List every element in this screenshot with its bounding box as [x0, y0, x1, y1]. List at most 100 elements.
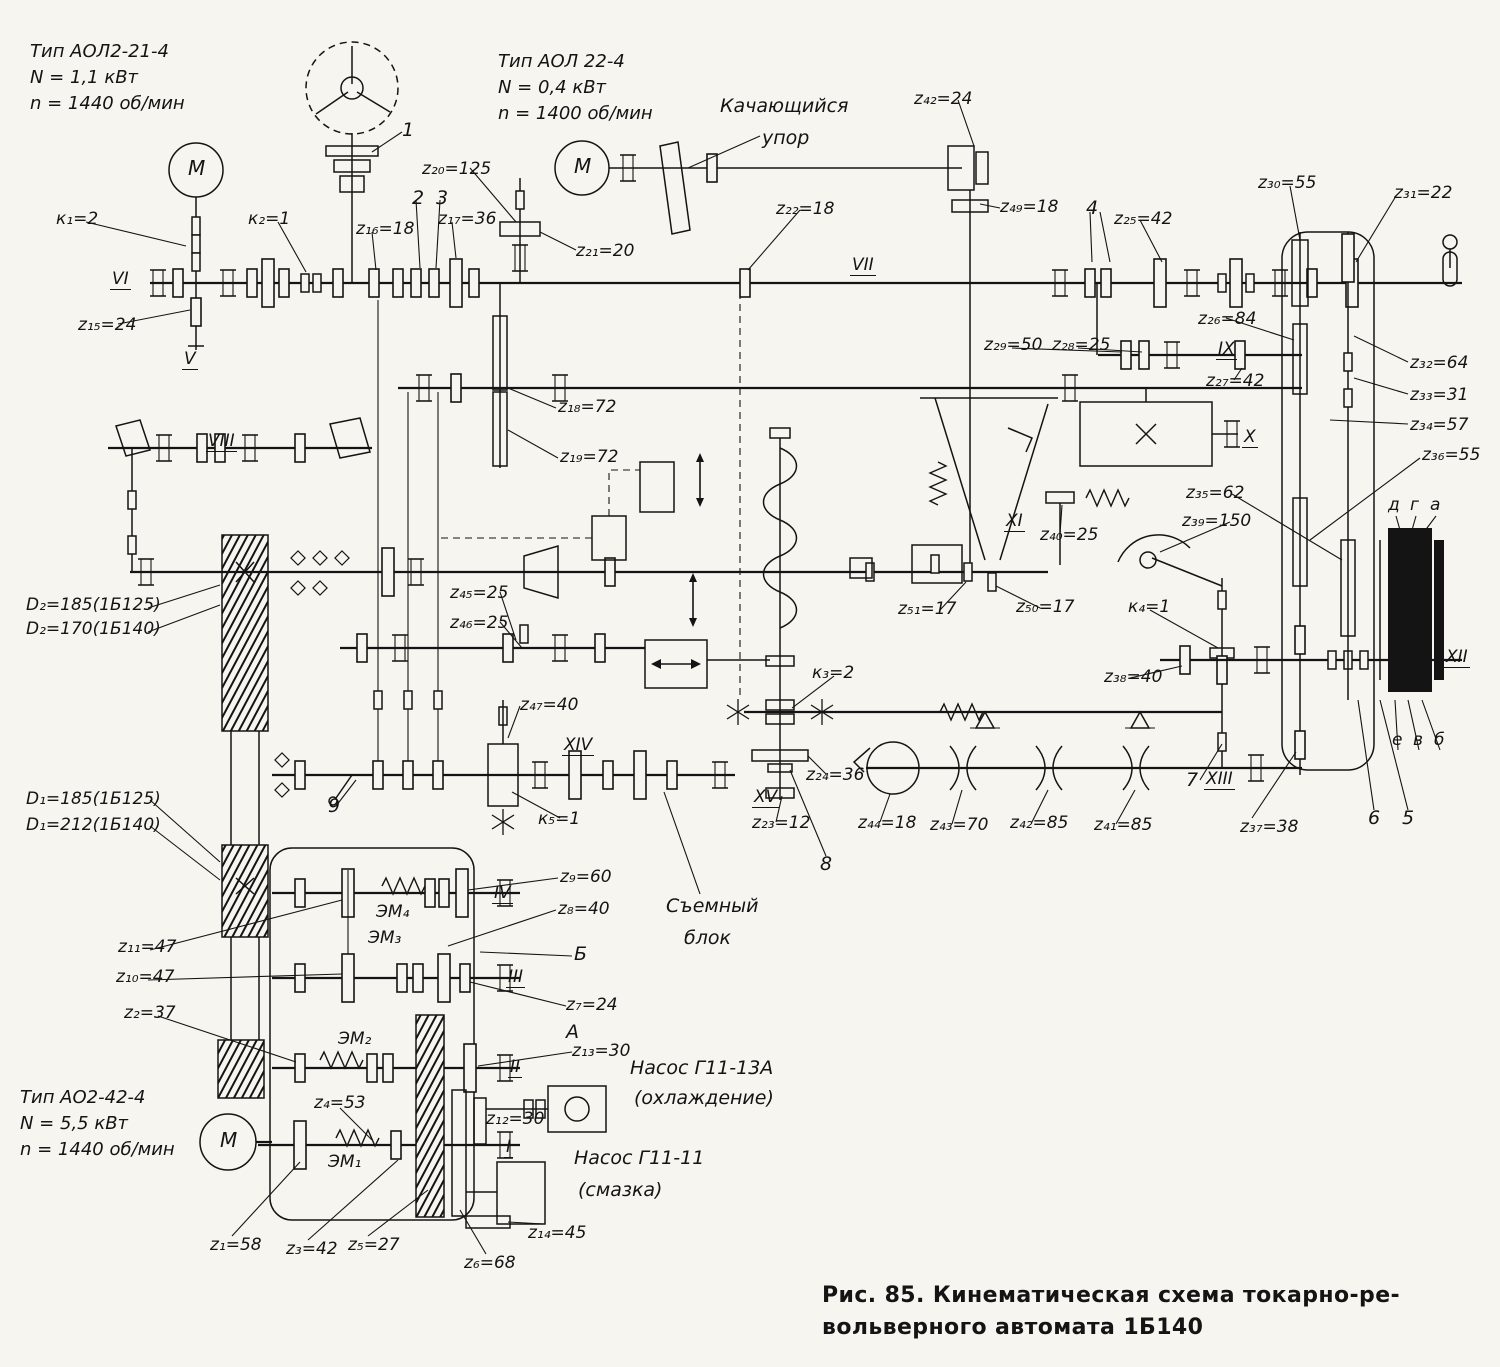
gear-z30: z₃₀=55 [1258, 173, 1317, 193]
gear-z29: z₂₉=50 [984, 335, 1043, 355]
callout-4: 4 [1086, 197, 1099, 219]
gear-z32: z₃₂=64 [1410, 353, 1469, 373]
gear-z18: z₁₈=72 [558, 397, 617, 417]
callout-8: 8 [820, 853, 833, 875]
pulley-d2-140: D₂=170(1Б140) [26, 619, 161, 639]
gear-z23: z₂₃=12 [752, 813, 811, 833]
callout-g: г [1410, 495, 1419, 515]
gear-z27: z₂₇=42 [1206, 371, 1265, 391]
pump-lube-name: Насос Г11-11 [574, 1147, 705, 1169]
removable-block-line2: блок [684, 927, 731, 949]
gear-z33: z₃₃=31 [1410, 385, 1469, 405]
gear-z13: z₁₃=30 [572, 1041, 631, 1061]
pulley-d1-140: D₁=212(1Б140) [26, 815, 161, 835]
gear-z34: z₃₄=57 [1410, 415, 1469, 435]
gear-z46: z₄₆=25 [450, 613, 509, 633]
gear-z28: z₂₈=25 [1052, 335, 1111, 355]
callout-2: 2 [412, 187, 425, 209]
gear-z6: z₆=68 [464, 1253, 516, 1273]
callout-1: 1 [402, 119, 415, 141]
shaft-xi: XI [1004, 511, 1025, 533]
clutch-k1: к₁=2 [56, 209, 99, 229]
motor1-type: Тип АОЛ2-21-4 [30, 41, 169, 62]
gear-z42: z₄₂=85 [1010, 813, 1069, 833]
em3-label: ЭМ₃ [368, 928, 402, 948]
removable-block-line1: Съемный [666, 895, 759, 917]
pump-cooling-name: Насос Г11-13А [630, 1057, 774, 1079]
gear-z7: z₇=24 [566, 995, 618, 1015]
gear-z42-top: z₄₂=24 [914, 89, 973, 109]
shaft-xiv: XIV [562, 735, 595, 757]
pump-cooling-note: (охлаждение) [634, 1087, 774, 1109]
gear-z4: z₄=53 [314, 1093, 366, 1113]
gear-z50: z₅₀=17 [1016, 597, 1075, 617]
gear-z39: z₃₉=150 [1182, 511, 1252, 531]
motor2-symbol: М [574, 154, 592, 178]
gear-z41: z₄₁=85 [1094, 815, 1153, 835]
callout-v: в [1413, 730, 1424, 750]
gear-z12: z₁₂=30 [486, 1109, 545, 1129]
gear-z35: z₃₅=62 [1186, 483, 1245, 503]
em2-label: ЭМ₂ [338, 1029, 372, 1049]
callout-d: д [1388, 495, 1400, 515]
motor3-symbol: М [220, 1128, 238, 1152]
figure-caption-line1: Рис. 85. Кинематическая схема токарно-ре… [822, 1283, 1401, 1308]
clutch-k5: к₅=1 [538, 809, 581, 829]
rocking-stop-line1: Качающийся [720, 95, 849, 117]
gear-z3: z₃=42 [286, 1239, 338, 1259]
callout-o: а [1430, 495, 1441, 515]
pump-lube-note: (смазка) [578, 1179, 663, 1201]
shaft-vi: VI [110, 269, 131, 291]
shaft-iv: IV [492, 883, 513, 905]
gear-z36: z₃₆=55 [1422, 445, 1481, 465]
gear-z37: z₃₇=38 [1240, 817, 1299, 837]
gear-z26: z₂₆=84 [1198, 309, 1257, 329]
em1-label: ЭМ₁ [328, 1152, 362, 1172]
gear-z24: z₂₄=36 [806, 765, 865, 785]
shaft-v: V [182, 349, 198, 371]
gear-z16: z₁₆=18 [356, 219, 415, 239]
shaft-vii: VII [850, 255, 876, 277]
gear-z2: z₂=37 [124, 1003, 176, 1023]
gear-z31: z₃₁=22 [1394, 183, 1453, 203]
shaft-x: X [1242, 427, 1258, 449]
gear-z19: z₁₉=72 [560, 447, 619, 467]
gear-z15: z₁₅=24 [78, 315, 137, 335]
clutch-k2: к₂=1 [248, 209, 291, 229]
gear-z11: z₁₁=47 [118, 937, 177, 957]
motor2-power: N = 0,4 кВт [498, 77, 607, 98]
clutch-k4: к₄=1 [1128, 597, 1171, 617]
motor1-power: N = 1,1 кВт [30, 67, 139, 88]
pulley-d2-125: D₂=185(1Б125) [26, 595, 161, 615]
gear-z20: z₂₀=125 [422, 159, 492, 179]
rocking-stop-line2: упор [762, 127, 810, 149]
callout-6: 6 [1368, 807, 1381, 829]
motor1-speed: n = 1440 об/мин [30, 93, 185, 114]
motor2-speed: n = 1400 об/мин [498, 103, 653, 124]
gear-z17: z₁₇=36 [438, 209, 497, 229]
gear-z9: z₉=60 [560, 867, 612, 887]
gear-z5: z₅=27 [348, 1235, 400, 1255]
figure-caption-line2: вольверного автомата 1Б140 [822, 1315, 1204, 1340]
gear-z38: z₃₈=40 [1104, 667, 1163, 687]
motor3-type: Тип АО2-42-4 [20, 1087, 146, 1108]
em4-label: ЭМ₄ [376, 902, 410, 922]
gear-z1: z₁=58 [210, 1235, 262, 1255]
shaft-ix: IX [1216, 339, 1237, 361]
gear-z40: z₄₀=25 [1040, 525, 1099, 545]
callout-9: 9 [328, 795, 341, 817]
shaft-viii: VIII [206, 431, 237, 453]
callout-3: 3 [436, 187, 449, 209]
gear-z44: z₄₄=18 [858, 813, 917, 833]
gear-z8: z₈=40 [558, 899, 610, 919]
callout-5: 5 [1402, 807, 1415, 829]
gear-z45: z₄₅=25 [450, 583, 509, 603]
motor3-speed: n = 1440 об/мин [20, 1139, 175, 1160]
gear-z14: z₁₄=45 [528, 1223, 587, 1243]
gear-z49: z₄₉=18 [1000, 197, 1059, 217]
pulley-d1-125: D₁=185(1Б125) [26, 789, 161, 809]
motor3-power: N = 5,5 кВт [20, 1113, 129, 1134]
callout-b-lower: б [1434, 730, 1445, 750]
